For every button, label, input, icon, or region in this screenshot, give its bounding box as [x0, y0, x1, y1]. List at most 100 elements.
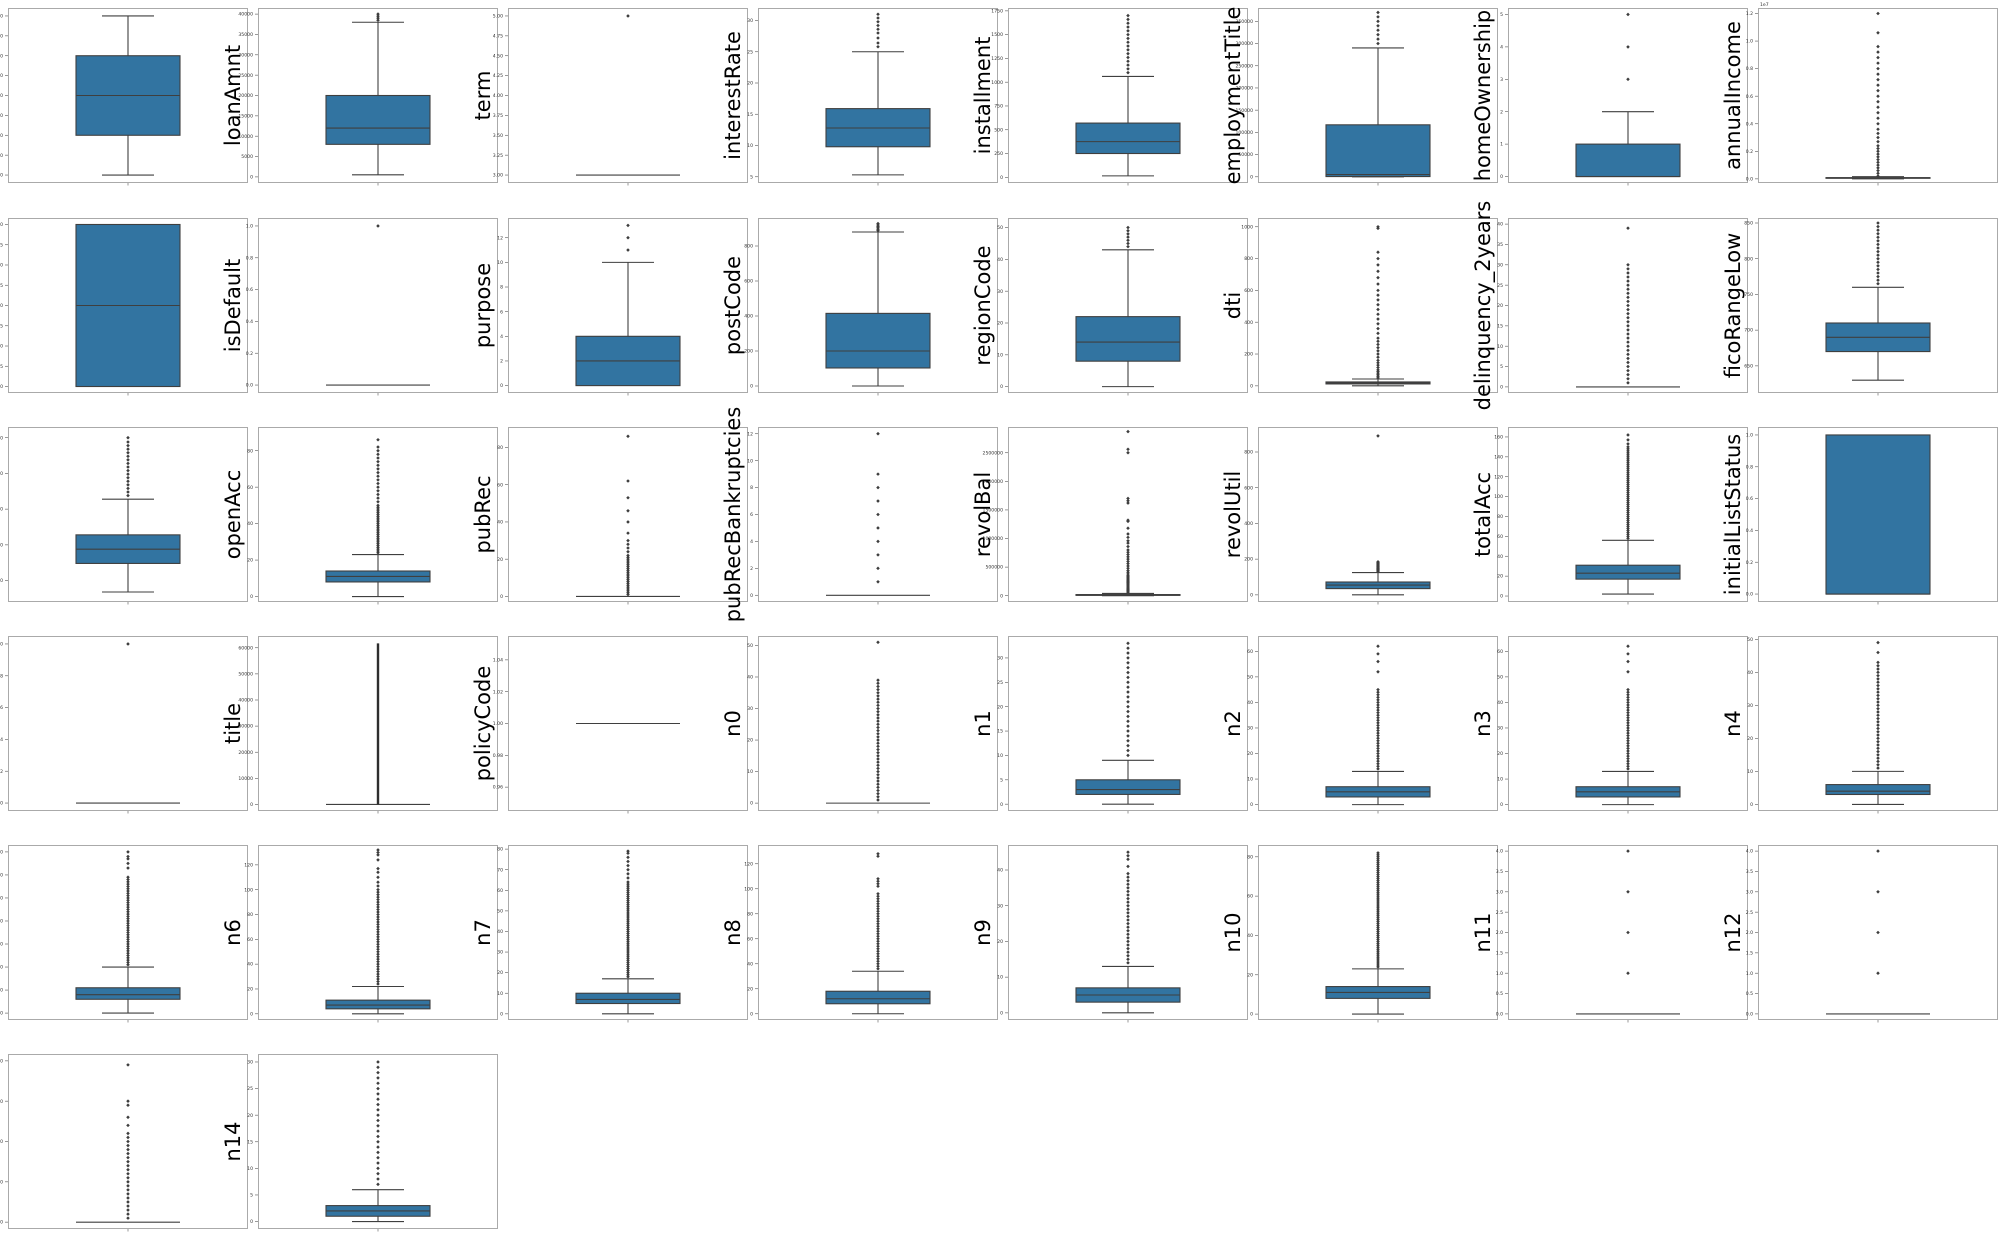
outlier-point	[1126, 70, 1130, 75]
y-tick-label: 25000	[238, 73, 253, 79]
y-tick-label: 600	[1244, 485, 1253, 491]
axes-frame	[8, 636, 248, 811]
y-tick-label: 4.75	[493, 33, 503, 39]
outlier-point	[1376, 937, 1380, 942]
outlier-point	[1376, 767, 1380, 771]
outlier-point	[876, 697, 880, 701]
outlier-point	[1626, 496, 1630, 501]
outlier-point	[876, 791, 880, 796]
outlier-point	[1126, 911, 1130, 915]
outlier-point	[876, 580, 880, 584]
outlier-point	[1376, 764, 1380, 769]
outlier-point	[1126, 40, 1130, 45]
outlier-point	[376, 954, 380, 959]
outlier-point	[376, 974, 380, 979]
outlier-point	[1876, 174, 1880, 178]
outlier-point	[1626, 263, 1630, 267]
outlier-point	[1376, 896, 1380, 900]
y-tick-label: 10	[747, 458, 753, 464]
y-tick-label: 20	[0, 1139, 3, 1145]
outlier-point	[1876, 720, 1880, 724]
y-axis-label: n12	[1721, 912, 1745, 952]
y-tick-label: 4.0	[1496, 849, 1503, 855]
outlier-point	[1376, 761, 1380, 766]
outlier-point	[1626, 455, 1630, 459]
outlier-point	[1376, 345, 1380, 350]
y-tick-label: 160	[1494, 435, 1503, 441]
outlier-point	[1376, 708, 1380, 712]
y-tick-label: 12	[497, 235, 503, 241]
y-axis-label: n8	[721, 919, 745, 946]
outlier-point	[1626, 478, 1630, 483]
y-axis-label: regionCode	[971, 245, 995, 365]
outlier-point	[1126, 561, 1130, 566]
outlier-point	[1876, 139, 1880, 144]
y-tick-label: 600	[1244, 288, 1253, 294]
outlier-point	[1626, 447, 1630, 451]
outlier-point	[1626, 726, 1630, 730]
boxplot-panel: 010203040n13	[0, 1054, 248, 1232]
y-tick-label: 6	[500, 309, 503, 315]
y-tick-label: 0	[0, 1011, 3, 1017]
outlier-point	[126, 896, 130, 900]
outlier-point	[376, 937, 380, 942]
y-tick-label: 6	[750, 512, 753, 518]
outlier-point	[1126, 641, 1130, 646]
y-axis-label: postCode	[721, 256, 745, 355]
outlier-point	[1876, 710, 1880, 714]
outlier-point	[626, 581, 630, 586]
y-axis-label: revolBal	[971, 472, 995, 557]
y-tick-label: 10	[1497, 344, 1503, 350]
outlier-point	[1626, 508, 1630, 513]
boxplot-svg: 05000001000000150000020000002500000revol…	[971, 427, 1248, 605]
y-tick-label: 20	[997, 704, 1003, 710]
y-tick-label: 0	[1250, 592, 1253, 598]
outlier-point	[1876, 739, 1880, 744]
outlier-point	[1626, 721, 1630, 725]
y-tick-label: 30	[1497, 726, 1503, 732]
outlier-point	[1126, 498, 1130, 503]
outlier-point	[1626, 291, 1630, 296]
outlier-point	[1376, 715, 1380, 720]
outlier-point	[1376, 751, 1380, 756]
y-tick-label: 700000	[0, 33, 3, 39]
outlier-point	[376, 917, 380, 922]
boxplot-svg: 0500010000150002000025000300003500040000…	[221, 8, 498, 186]
outlier-point	[626, 907, 630, 911]
y-tick-label: 120	[244, 862, 253, 868]
outlier-point	[376, 895, 380, 899]
outlier-point	[1376, 288, 1380, 293]
outlier-point	[376, 920, 380, 924]
boxplot-svg: 010203040n13	[0, 1054, 248, 1232]
y-tick-label: 0.0	[1496, 1011, 1503, 1017]
boxplot-svg: 010203040506070n5	[0, 845, 248, 1023]
outlier-point	[376, 977, 380, 981]
outlier-point	[1376, 949, 1380, 953]
outlier-point	[1126, 63, 1130, 67]
outlier-point	[1126, 871, 1130, 876]
outlier-point	[126, 1171, 130, 1176]
outlier-point	[376, 880, 380, 885]
outlier-point	[1376, 890, 1380, 894]
outlier-point	[626, 904, 630, 909]
y-tick-label: 250000	[1235, 63, 1253, 69]
outlier-point	[1876, 135, 1880, 140]
y-tick-label: 50000	[238, 671, 253, 677]
outlier-point	[376, 514, 380, 519]
outlier-point	[1376, 41, 1380, 46]
outlier-point	[1626, 457, 1630, 461]
outlier-point	[626, 531, 630, 535]
y-tick-label: 20	[0, 965, 3, 971]
outlier-point	[1376, 726, 1380, 730]
y-tick-label: 1.5	[1496, 950, 1503, 956]
outlier-point	[626, 937, 630, 942]
outlier-point	[1876, 231, 1880, 236]
outlier-point	[1376, 10, 1380, 15]
